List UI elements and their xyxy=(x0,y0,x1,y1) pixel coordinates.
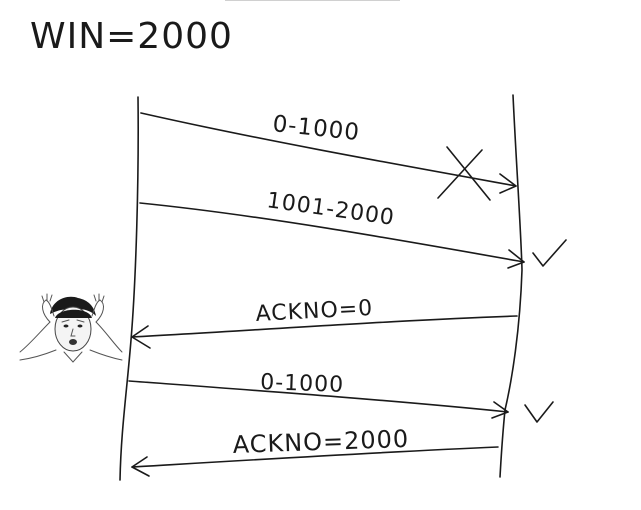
check-mark-icon xyxy=(524,401,554,423)
message-arrow-3: ACKNO=0 xyxy=(131,296,518,349)
cross-mark-icon xyxy=(437,146,491,201)
message-arrow-2: 1001-2000 xyxy=(139,188,567,269)
check-mark-icon xyxy=(532,239,567,267)
message-label-1: 0-1000 xyxy=(271,111,361,146)
confused-face-icon xyxy=(19,293,123,363)
message-arrow-4: 0-1000 xyxy=(128,370,554,423)
message-arrow-1: 0-1000 xyxy=(140,111,517,201)
message-arrow-5: ACKNO=2000 xyxy=(131,425,499,477)
message-label-5: ACKNO=2000 xyxy=(232,425,409,459)
message-label-4: 0-1000 xyxy=(260,370,345,398)
sender-timeline xyxy=(119,96,139,481)
message-label-3: ACKNO=0 xyxy=(255,296,374,327)
message-label-2: 1001-2000 xyxy=(265,188,396,231)
receiver-timeline xyxy=(499,94,523,478)
diagram-title: WIN=2000 xyxy=(30,16,233,57)
